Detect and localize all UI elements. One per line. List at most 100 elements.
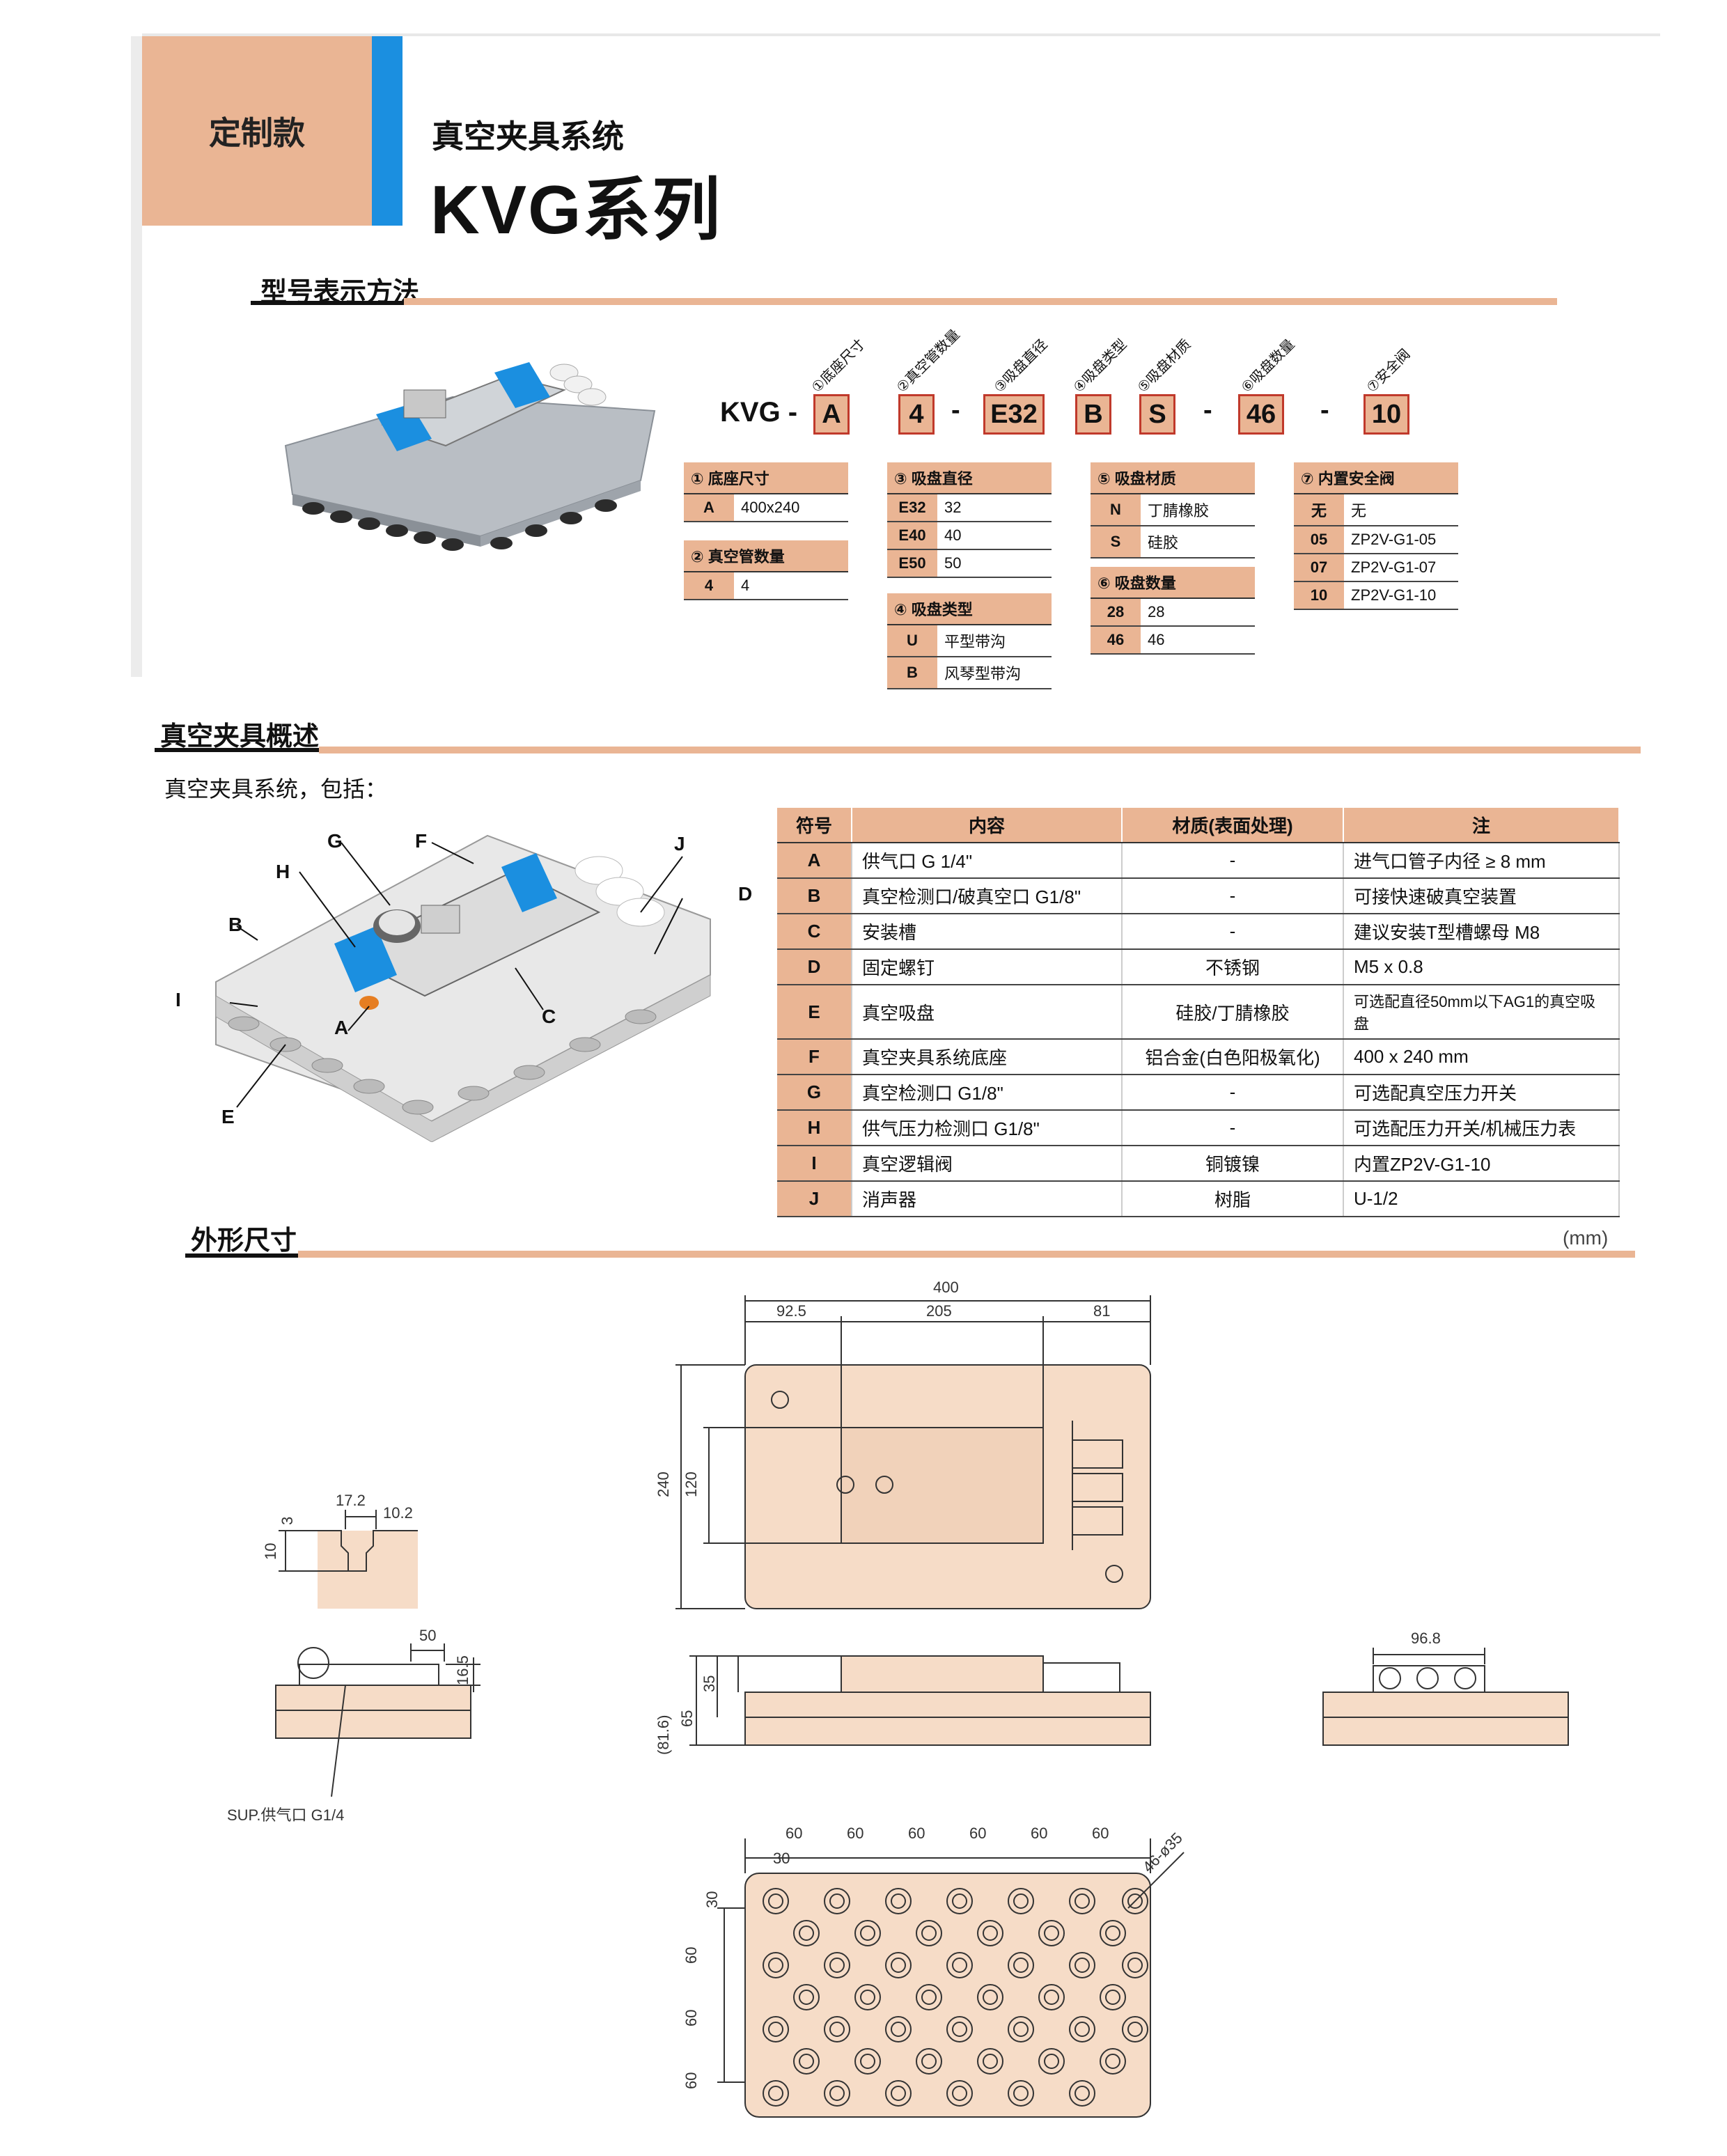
col-material: 材质(表面处理) [1122, 808, 1344, 843]
front-h2: 65 [678, 1710, 696, 1727]
custom-tag: 定制款 [209, 115, 305, 151]
option-table-title: ④ 吸盘类型 [887, 593, 1052, 625]
cell: 可接快速破真空装置 [1343, 878, 1620, 914]
suction-cup [1122, 2016, 1148, 2042]
code-box-safety-valve: 10 [1363, 394, 1409, 435]
cell: F [777, 1039, 852, 1075]
option-code: 10 [1294, 581, 1344, 610]
suction-cup [952, 2086, 967, 2101]
suction-cup [860, 2054, 875, 2069]
cell: 铜镀镍 [1122, 1146, 1344, 1182]
suction-cup [763, 2016, 789, 2042]
option-code: 46 [1091, 626, 1141, 655]
dim-left: 92.5 [776, 1302, 806, 1320]
suction-cup [1105, 1925, 1120, 1941]
suction-cup [1127, 2022, 1143, 2037]
cell: 铝合金(白色阳极氧化) [1122, 1039, 1344, 1075]
cell: 进气口管子内径 ≥ 8 mm [1343, 843, 1620, 879]
code-label: ④吸盘类型 [1070, 336, 1130, 396]
option-code: E40 [887, 522, 937, 550]
suction-cup [921, 1925, 937, 1941]
option-code: 无 [1294, 494, 1344, 526]
bottom-vpitch: 60 [682, 2010, 700, 2026]
left-side-h: 16.5 [454, 1655, 471, 1685]
suction-cup [1069, 1888, 1095, 1914]
cell: G [777, 1075, 852, 1111]
left-rule [131, 36, 142, 677]
option-code: 28 [1091, 598, 1141, 627]
code-label: ⑦安全阀 [1363, 346, 1414, 396]
cell: 可选配压力开关/机械压力表 [1343, 1110, 1620, 1146]
suction-cup [824, 2016, 850, 2042]
suction-cup [860, 1990, 875, 2005]
section-rule [319, 747, 1641, 753]
cell: 真空逻辑阀 [852, 1146, 1123, 1182]
dim-inner: 120 [682, 1471, 700, 1497]
cell: H [777, 1110, 852, 1146]
slot-w1: 17.2 [336, 1492, 366, 1509]
dimensions-section-title: 外形尺寸 [191, 1226, 297, 1256]
cell: U-1/2 [1343, 1181, 1620, 1217]
option-table-title: ⑦ 内置安全阀 [1294, 462, 1458, 494]
callout-a: A [334, 1017, 349, 1038]
suction-cup [921, 1990, 937, 2005]
suction-cup [891, 1958, 906, 1973]
code-dash: - [1320, 396, 1329, 425]
option-code: 4 [684, 572, 734, 600]
top-rule [142, 33, 1660, 36]
callout-d: D [738, 883, 753, 905]
suction-cup [1013, 2022, 1029, 2037]
bottom-offset-x: 30 [773, 1850, 790, 1867]
section-rule [404, 298, 1557, 305]
option-value: ZP2V-G1-10 [1344, 581, 1458, 610]
suction-cup [768, 1958, 783, 1973]
product-photo [284, 362, 656, 551]
cell: 树脂 [1122, 1181, 1344, 1217]
option-value: 无 [1344, 494, 1458, 526]
suction-cup [1075, 1893, 1090, 1909]
suction-cup [921, 2054, 937, 2069]
suction-cup [854, 2048, 881, 2075]
suction-cup [1075, 1958, 1090, 1973]
suction-cup [768, 2086, 783, 2101]
dimension-drawings: 400 92.5 205 81 240 120 17.2 10.2 3 10 5… [227, 1279, 1569, 2118]
suction-cup [916, 2048, 942, 2075]
option-value: 28 [1141, 598, 1255, 627]
page-title: KVG系列 [430, 171, 722, 248]
suction-cup [916, 1920, 942, 1946]
suction-cup [829, 1893, 845, 1909]
col-note: 注 [1343, 808, 1620, 843]
cell: 建议安装T型槽螺母 M8 [1343, 914, 1620, 950]
cell: 内置ZP2V-G1-10 [1343, 1146, 1620, 1182]
section-underline [185, 1253, 298, 1258]
option-table-title: ② 真空管数量 [684, 540, 848, 572]
suction-cup [1013, 1893, 1029, 1909]
code-box-tube-count: 4 [898, 394, 935, 435]
bottom-pitch: 60 [847, 1825, 864, 1842]
suction-cup [1100, 2048, 1126, 2075]
option-code: U [887, 625, 937, 657]
suction-cup [885, 1952, 912, 1978]
suction-cup [977, 1920, 1003, 1946]
cell: 400 x 240 mm [1343, 1039, 1620, 1075]
suction-cup [793, 1920, 820, 1946]
suction-cup [1122, 1952, 1148, 1978]
suction-cup [1008, 2080, 1034, 2107]
code-dash: - [951, 396, 960, 425]
suction-cup [824, 2080, 850, 2107]
right-side-w: 96.8 [1411, 1630, 1441, 1647]
overview-section-title: 真空夹具概述 [160, 722, 320, 751]
suction-cup [916, 1984, 942, 2010]
bottom-pitch: 60 [908, 1825, 925, 1842]
suction-cup [799, 2054, 814, 2069]
suction-cup [983, 1990, 998, 2005]
slot-h2: 10 [262, 1543, 279, 1560]
suction-cup [1008, 1888, 1034, 1914]
